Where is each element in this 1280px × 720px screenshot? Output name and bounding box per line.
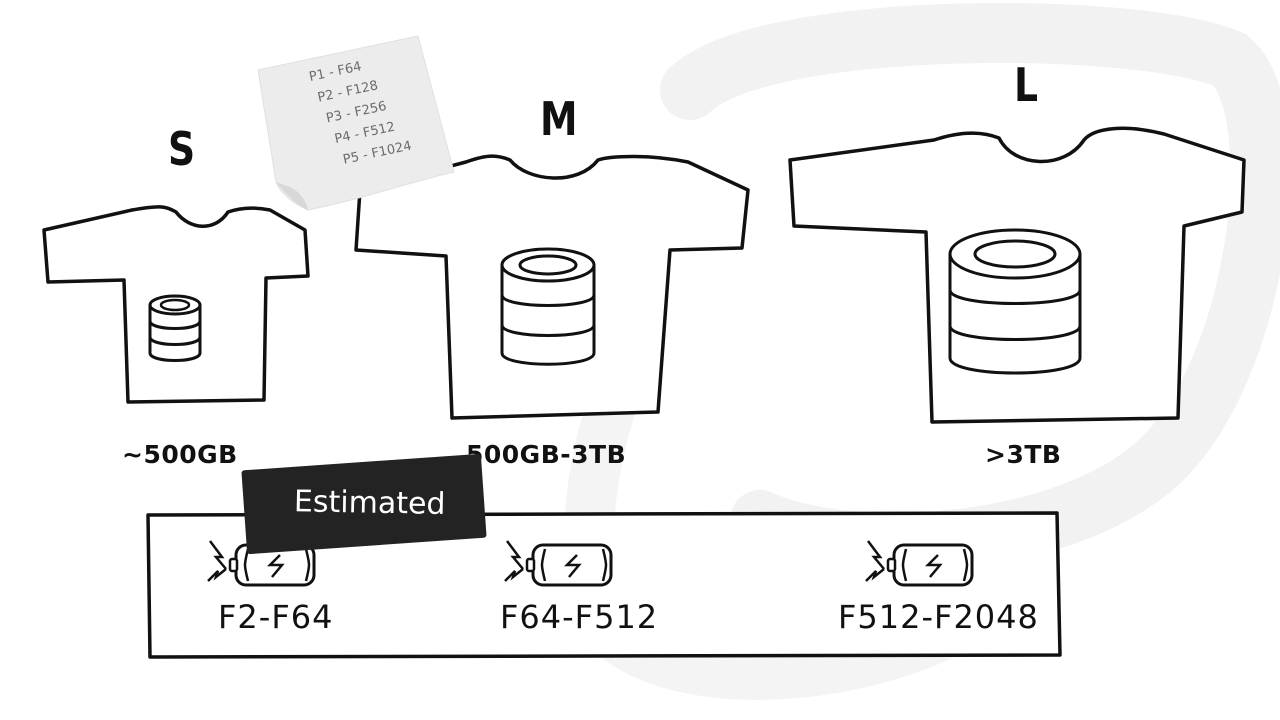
sticky-note (257, 35, 455, 211)
database-icon-small (148, 294, 202, 362)
battery-icon-l (865, 540, 974, 587)
sku-range-m: F64-F512 (500, 598, 659, 636)
capacity-label-s: ~500GB (122, 440, 238, 469)
sku-range-s: F2-F64 (218, 598, 334, 636)
size-letter-s: S (168, 122, 196, 176)
capacity-label-l: >3TB (985, 440, 1062, 469)
capacity-label-m: 500GB-3TB (466, 440, 627, 469)
estimated-label: Estimated (293, 484, 446, 522)
estimated-tape: Estimated (241, 453, 487, 555)
size-letter-l: L (1014, 58, 1039, 112)
size-letter-m: M (540, 92, 578, 146)
battery-icon-m (504, 540, 613, 587)
database-icon-medium (500, 247, 596, 366)
database-icon-large (948, 228, 1082, 375)
sku-range-l: F512-F2048 (838, 598, 1039, 636)
